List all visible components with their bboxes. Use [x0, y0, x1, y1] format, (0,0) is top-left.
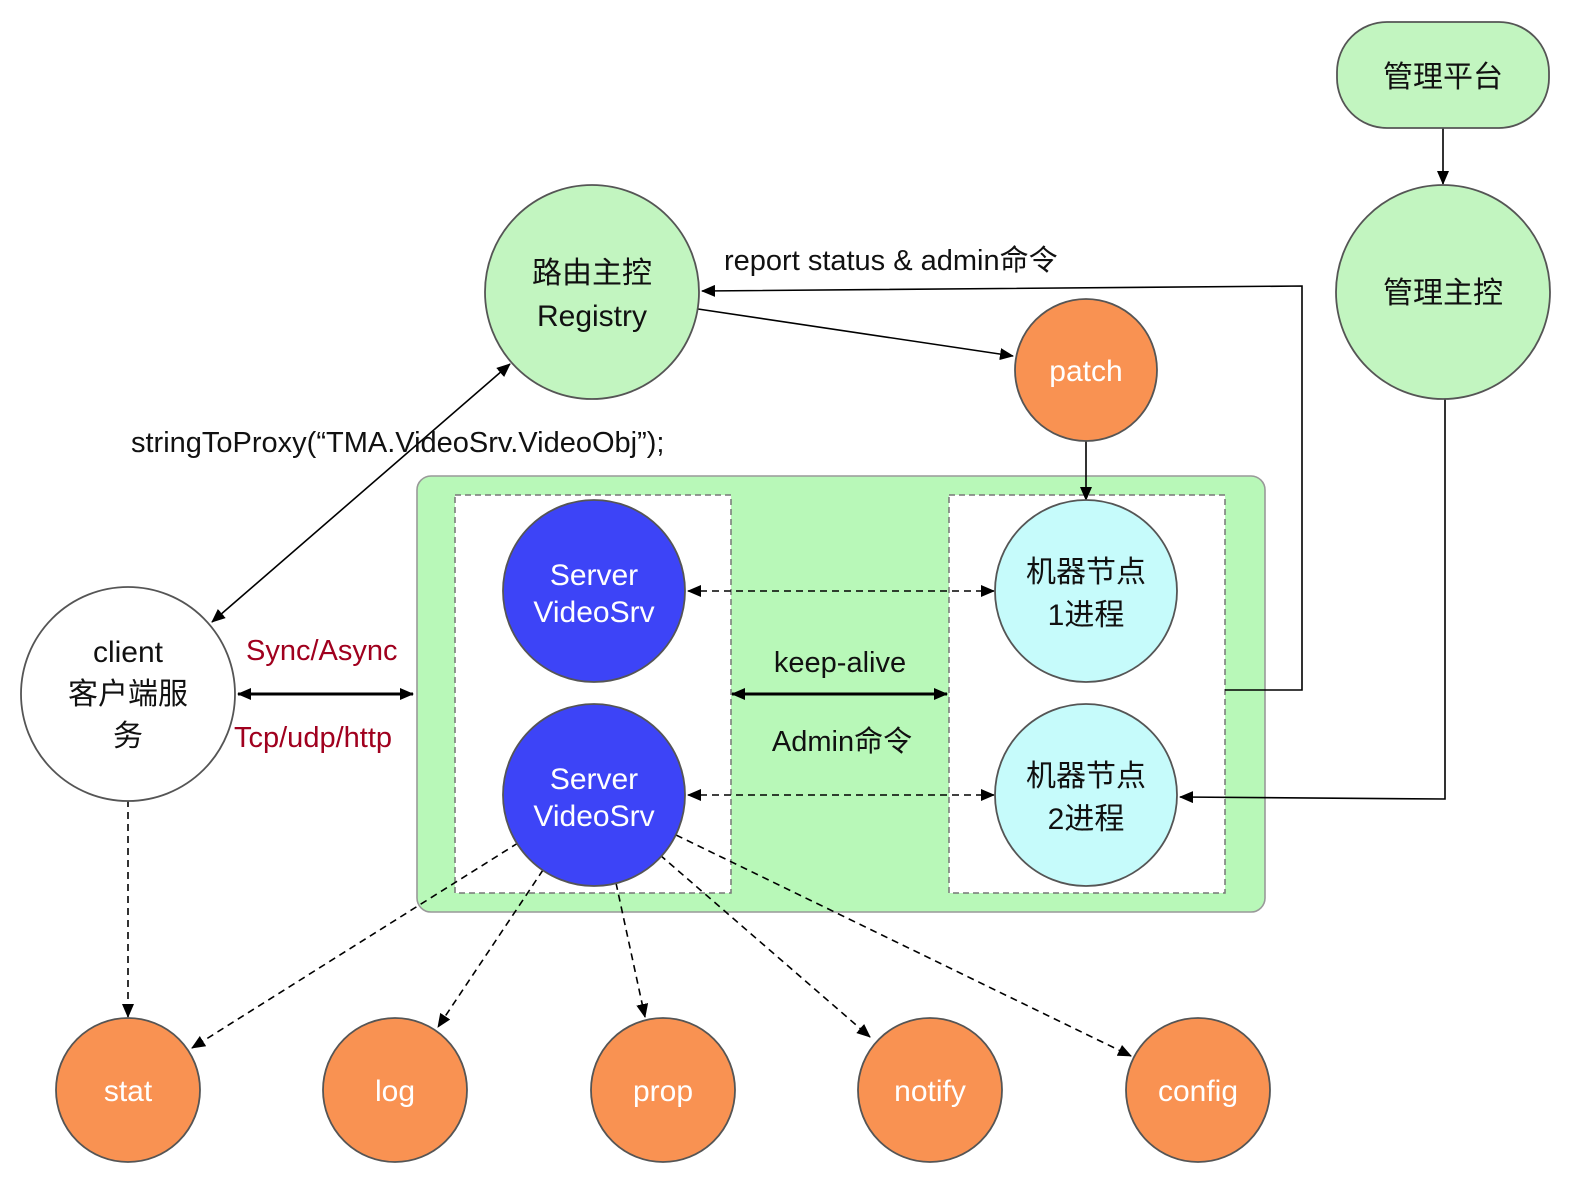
log-node	[322, 1017, 468, 1163]
server2-label-line2: VideoSrv	[533, 800, 654, 833]
arrow-server-to-notify	[659, 854, 871, 1038]
patch-node	[1014, 298, 1158, 442]
machine1-label-line2: 1进程	[1048, 599, 1125, 632]
registry-node	[484, 184, 700, 400]
arrow-server-to-config	[675, 834, 1132, 1057]
notify-node	[857, 1017, 1003, 1163]
client-node	[20, 586, 236, 802]
client-label-line3: 务	[113, 720, 143, 753]
machine-node-2	[994, 703, 1178, 887]
arrow-master-to-machine2	[1179, 396, 1446, 804]
mgmt-platform-label: 管理平台	[1383, 61, 1503, 94]
prop-label: prop	[633, 1075, 693, 1108]
arrow-registry-to-patch	[697, 308, 1014, 361]
registry-label-cn: 路由主控	[532, 257, 652, 290]
registry-label-en: Registry	[537, 300, 647, 333]
log-label: log	[375, 1075, 415, 1108]
machine-node-1	[994, 499, 1178, 683]
stat-node	[55, 1017, 201, 1163]
arrow-server-to-prop	[615, 882, 649, 1018]
mgmt-platform-node	[1336, 21, 1550, 129]
arrow-client-registry	[211, 363, 511, 623]
mgmt-master-node	[1335, 184, 1551, 400]
server1-label-line1: Server	[550, 559, 638, 592]
server-node-2	[502, 703, 686, 887]
client-label-line1: client	[93, 636, 164, 669]
arrow-report-status	[701, 284, 1303, 691]
server1-label-line2: VideoSrv	[533, 596, 654, 629]
machine2-label-line2: 2进程	[1048, 803, 1125, 836]
client-label-line2: 客户端服	[68, 678, 188, 711]
server-node-1	[502, 499, 686, 683]
patch-label: patch	[1049, 355, 1122, 388]
server2-label-line1: Server	[550, 763, 638, 796]
arrow-server-to-stat	[191, 842, 519, 1049]
notify-label: notify	[894, 1075, 966, 1108]
arrow-server-to-log	[437, 869, 544, 1028]
config-node	[1125, 1017, 1271, 1163]
connectors	[122, 128, 1449, 1057]
machine2-label-line1: 机器节点	[1026, 760, 1146, 793]
string-to-proxy-label: stringToProxy(“TMA.VideoSrv.VideoObj”);	[131, 427, 664, 459]
mgmt-master-label: 管理主控	[1383, 277, 1503, 310]
machine1-label-line1: 机器节点	[1026, 556, 1146, 589]
admin-command-label: Admin命令	[772, 725, 912, 758]
stat-label: stat	[104, 1075, 153, 1108]
sync-async-label: Sync/Async	[246, 635, 398, 667]
report-status-label: report status & admin命令	[724, 244, 1058, 277]
config-label: config	[1158, 1075, 1238, 1108]
protocol-label: Tcp/udp/http	[234, 722, 392, 754]
prop-node	[590, 1017, 736, 1163]
keep-alive-label: keep-alive	[774, 647, 906, 679]
